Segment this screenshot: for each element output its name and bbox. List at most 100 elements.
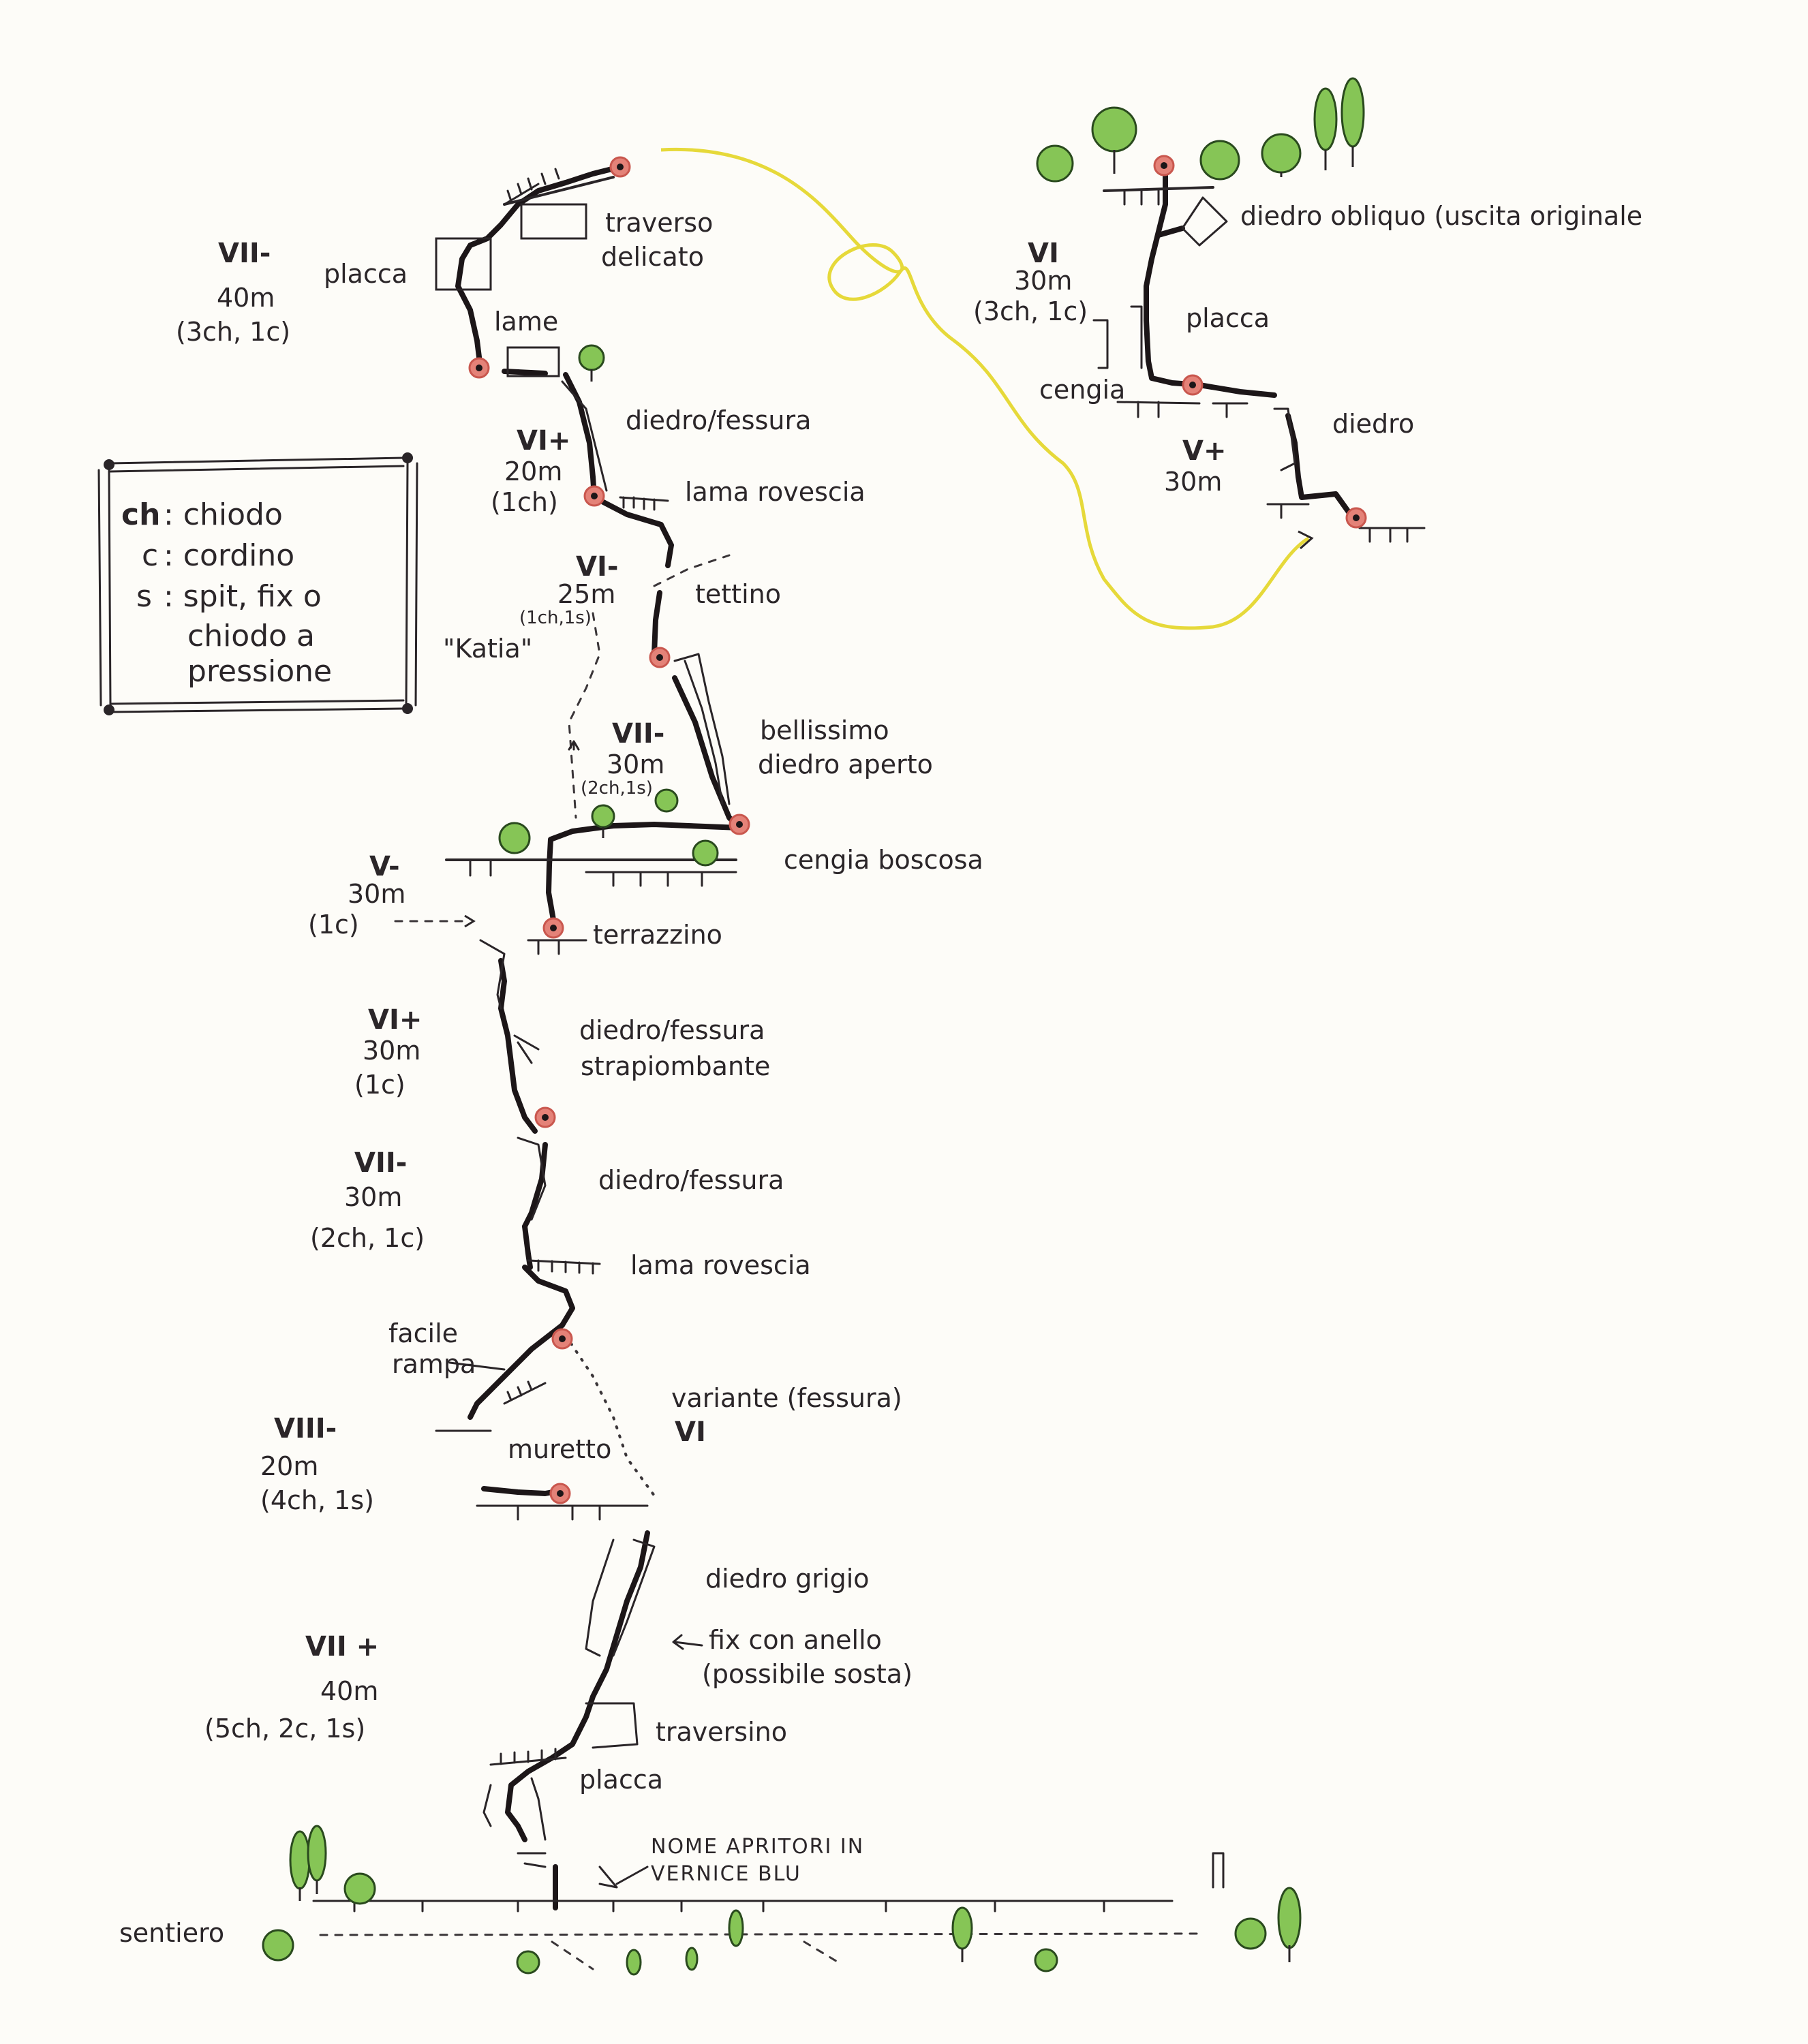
tree-icon [1340, 77, 1365, 167]
label-nome-apritori: NOME APRITORI IN [651, 1835, 864, 1859]
label-strapiombante: strapiombante [581, 1051, 770, 1081]
label-katia: "Katia" [443, 634, 532, 664]
belay-station [649, 647, 671, 668]
exit-pitch-1-length: 30m [1014, 266, 1072, 296]
pitch-1-grade: VII- [218, 238, 271, 269]
label-lame: lame [494, 307, 558, 337]
tree-icon [1036, 144, 1074, 183]
pitch-4-length: 30m [607, 749, 664, 779]
pitch-3-gear: (1ch,1s) [519, 608, 592, 628]
label-variante: variante (fessura) [671, 1383, 902, 1413]
terrain-lines [312, 176, 1426, 1970]
tree-icon [626, 1949, 642, 1976]
pitch-7-gear: (2ch, 1c) [310, 1223, 425, 1253]
tree-icon [728, 1909, 744, 1947]
pitch-5-length: 30m [348, 879, 405, 909]
exit-pitch-1-gear: (3ch, 1c) [973, 296, 1088, 326]
exit-link-line [660, 147, 1310, 630]
label-facile: facile [388, 1318, 458, 1348]
belay-station [1182, 374, 1204, 396]
legend-c-def: : cordino [164, 538, 294, 573]
label-possibile-sosta: (possibile sosta) [702, 1659, 913, 1689]
exit-pitch-2-length: 30m [1164, 467, 1222, 497]
tree-icon [1313, 87, 1338, 170]
pitch-info: VII- 40m (3ch, 1c) VI+ 20m (1ch) VI- 25m… [176, 238, 1226, 1744]
pitch-2-length: 20m [504, 456, 562, 486]
tree-icon [1261, 133, 1302, 177]
pitch-7-length: 30m [344, 1182, 402, 1212]
label-bellissimo: bellissimo [760, 715, 889, 745]
label-variante-grade: VI [675, 1416, 706, 1448]
label-lama-rovescia-1: lama rovescia [685, 477, 865, 507]
label-terrazzino: terrazzino [593, 920, 722, 950]
belay-station [551, 1328, 573, 1350]
tree-icon [343, 1872, 376, 1905]
tree-icon [516, 1950, 540, 1975]
pitch-4-grade: VII- [612, 718, 664, 749]
belay-station [534, 1106, 556, 1128]
tree-icon [591, 804, 615, 838]
pitch-9-grade: VII + [305, 1631, 379, 1662]
pitch-6-gear: (1c) [354, 1070, 405, 1100]
label-traverso: traverso [605, 208, 713, 238]
pitch-8-length: 20m [260, 1451, 318, 1481]
tree-icon [578, 344, 605, 382]
tree-icon [1199, 140, 1240, 181]
trees [262, 77, 1365, 1976]
label-diedro-fessura-1: diedro/fessura [626, 405, 811, 435]
label-traversino: traversino [656, 1717, 787, 1747]
label-sentiero: sentiero [119, 1918, 224, 1948]
belay-stations [468, 155, 1367, 1504]
exit-route [1144, 163, 1355, 521]
tree-icon [1034, 1948, 1058, 1972]
pitch-2-gear: (1ch) [491, 487, 558, 517]
label-cengia-boscosa: cengia boscosa [784, 845, 983, 875]
tree-icon [685, 1947, 699, 1971]
label-muretto: muretto [508, 1434, 611, 1464]
label-placca-exit: placca [1186, 303, 1270, 333]
belay-station [609, 156, 631, 178]
belay-station [1153, 155, 1175, 176]
pitch-9-length: 40m [320, 1676, 378, 1706]
pitch-5-gear: (1c) [308, 910, 359, 940]
tree-icon [498, 822, 531, 854]
legend-s-def: : spit, fix o [164, 579, 322, 614]
legend-ch: ch [121, 497, 160, 532]
legend-s-def3: pressione [187, 654, 332, 689]
pitch-8-grade: VIII- [274, 1413, 337, 1444]
belay-station [549, 1483, 571, 1504]
pitch-2-grade: VI+ [517, 425, 570, 456]
pitch-9-gear: (5ch, 2c, 1s) [204, 1714, 365, 1744]
pitch-8-gear: (4ch, 1s) [260, 1485, 374, 1515]
label-fix-con-anello: fix con anello [709, 1625, 882, 1655]
label-cengia: cengia [1039, 375, 1125, 405]
label-diedro-exit: diedro [1332, 409, 1414, 439]
tree-icon [692, 839, 719, 867]
tree-icon [1091, 106, 1137, 174]
pitch-5-grade: V- [369, 851, 400, 882]
label-diedro-obliquo: diedro obliquo (uscita originale [1240, 201, 1642, 231]
belay-station [468, 357, 490, 379]
pitch-1-length: 40m [217, 283, 275, 313]
tree-icon [1277, 1887, 1302, 1962]
tree-icon [307, 1825, 327, 1894]
pitch-3-grade: VI- [576, 551, 618, 583]
roof-ticks [489, 168, 669, 1766]
belay-station [583, 485, 605, 507]
variant-lines [394, 554, 731, 1497]
pitch-6-grade: VI+ [368, 1004, 422, 1036]
label-placca-bottom: placca [579, 1765, 663, 1795]
exit-pitch-2-grade: V+ [1182, 435, 1226, 467]
label-diedro-fessura-3: diedro/fessura [598, 1165, 784, 1195]
label-lama-rovescia-2: lama rovescia [630, 1250, 811, 1280]
pitch-4-gear: (2ch,1s) [581, 778, 653, 799]
belay-station [1345, 507, 1367, 529]
tree-icon [1234, 1917, 1267, 1950]
label-rampa: rampa [392, 1349, 476, 1379]
label-placca-top: placca [324, 259, 408, 289]
legend-c: c [142, 538, 158, 573]
legend-box: ch : chiodo c : cordino s : spit, fix o … [97, 452, 418, 715]
exit-pitch-1-grade: VI [1028, 238, 1059, 269]
label-vernice-blu: VERNICE BLU [651, 1862, 801, 1886]
